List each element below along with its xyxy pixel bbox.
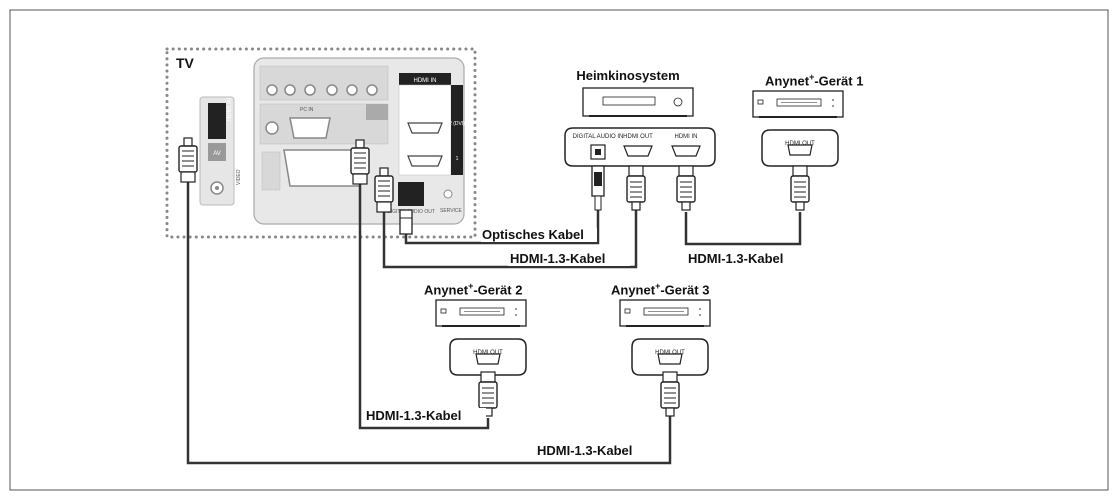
optical-cable-label: Optisches Kabel — [482, 227, 584, 242]
device-2-title: Anynet+-Gerät 2 — [424, 279, 522, 297]
cables — [186, 180, 802, 465]
digital-audio-in-label: DIGITAL AUDIO IN — [573, 134, 624, 140]
cable-hdmi-dev3 — [186, 180, 672, 465]
tv-side-panel: HDMI IN 3 AV VIDEO — [199, 92, 242, 206]
tv-boundary — [165, 47, 477, 239]
anynet-device-2: HDMI OUT — [435, 299, 527, 376]
device-3-title: Anynet+-Gerät 3 — [611, 279, 709, 297]
cable-hdmi-dev2 — [358, 183, 490, 430]
device-2-hdmi-out-label: HDMI OUT — [473, 350, 503, 356]
device-2-title-prefix: Anynet — [424, 282, 469, 298]
home-theater-title: Heimkinosystem — [576, 68, 679, 83]
hdmi-plug-dev1 — [790, 165, 810, 211]
hdmi-cable-dev2-label: HDMI-1.3-Kabel — [366, 408, 462, 423]
cable-optical — [404, 210, 600, 245]
device-1-hdmi-out-label: HDMI OUT — [785, 141, 815, 147]
device-2-title-suffix: -Gerät 2 — [473, 282, 523, 298]
hdmi-cable-ht-label: HDMI-1.3-Kabel — [510, 251, 606, 266]
cable-hdmi-ht-out — [382, 210, 638, 269]
hdmi-plug-dev3 — [660, 371, 680, 417]
home-theater-system: Heimkinosystem DIGITAL AUDIO IN HDMI OUT… — [564, 68, 716, 167]
av-label: AV — [213, 151, 221, 157]
outer-frame — [9, 9, 1109, 491]
ht-hdmi-out-label: HDMI OUT — [623, 134, 653, 140]
hdmi-cable-dev1-label: HDMI-1.3-Kabel — [688, 251, 784, 266]
device-1-title-sup: + — [809, 72, 815, 82]
ht-hdmi-in-label: HDMI IN — [675, 134, 698, 140]
device-3-hdmi-out-label: HDMI OUT — [655, 350, 685, 356]
device-3-title-prefix: Anynet — [611, 282, 656, 298]
device-1-title-suffix: -Gerät 1 — [814, 73, 864, 89]
device-2-title-sup: + — [468, 281, 474, 291]
pc-in-label: PC IN — [300, 107, 314, 113]
port-2-label: 2 (DVI) — [449, 121, 465, 127]
device-1-title: Anynet+-Gerät 1 — [765, 70, 863, 88]
service-label: SERVICE — [440, 208, 463, 214]
hdmi-in-header: HDMI IN — [414, 78, 437, 84]
optical-plug-ht — [591, 165, 605, 211]
cable-hdmi-dev1 — [684, 212, 802, 246]
anynet-device-3: HDMI OUT — [619, 299, 711, 376]
tv-label: TV — [176, 55, 195, 71]
hdmi-cable-dev3-label: HDMI-1.3-Kabel — [537, 443, 633, 458]
hdmi-plug-ht-out — [626, 165, 646, 211]
device-3-title-sup: + — [655, 281, 661, 291]
hdmi-plug-tv-side — [178, 137, 198, 183]
hdmi-plug-ht-in — [676, 165, 696, 211]
video-label: VIDEO — [236, 169, 242, 185]
hdmi-in3-label: HDMI IN 3 — [227, 92, 233, 121]
anynet-device-1: HDMI OUT — [752, 90, 844, 167]
port-1-label: 1 — [456, 156, 459, 162]
device-3-title-suffix: -Gerät 3 — [660, 282, 710, 298]
device-1-title-prefix: Anynet — [765, 73, 810, 89]
optical-plug-tv — [399, 209, 413, 235]
